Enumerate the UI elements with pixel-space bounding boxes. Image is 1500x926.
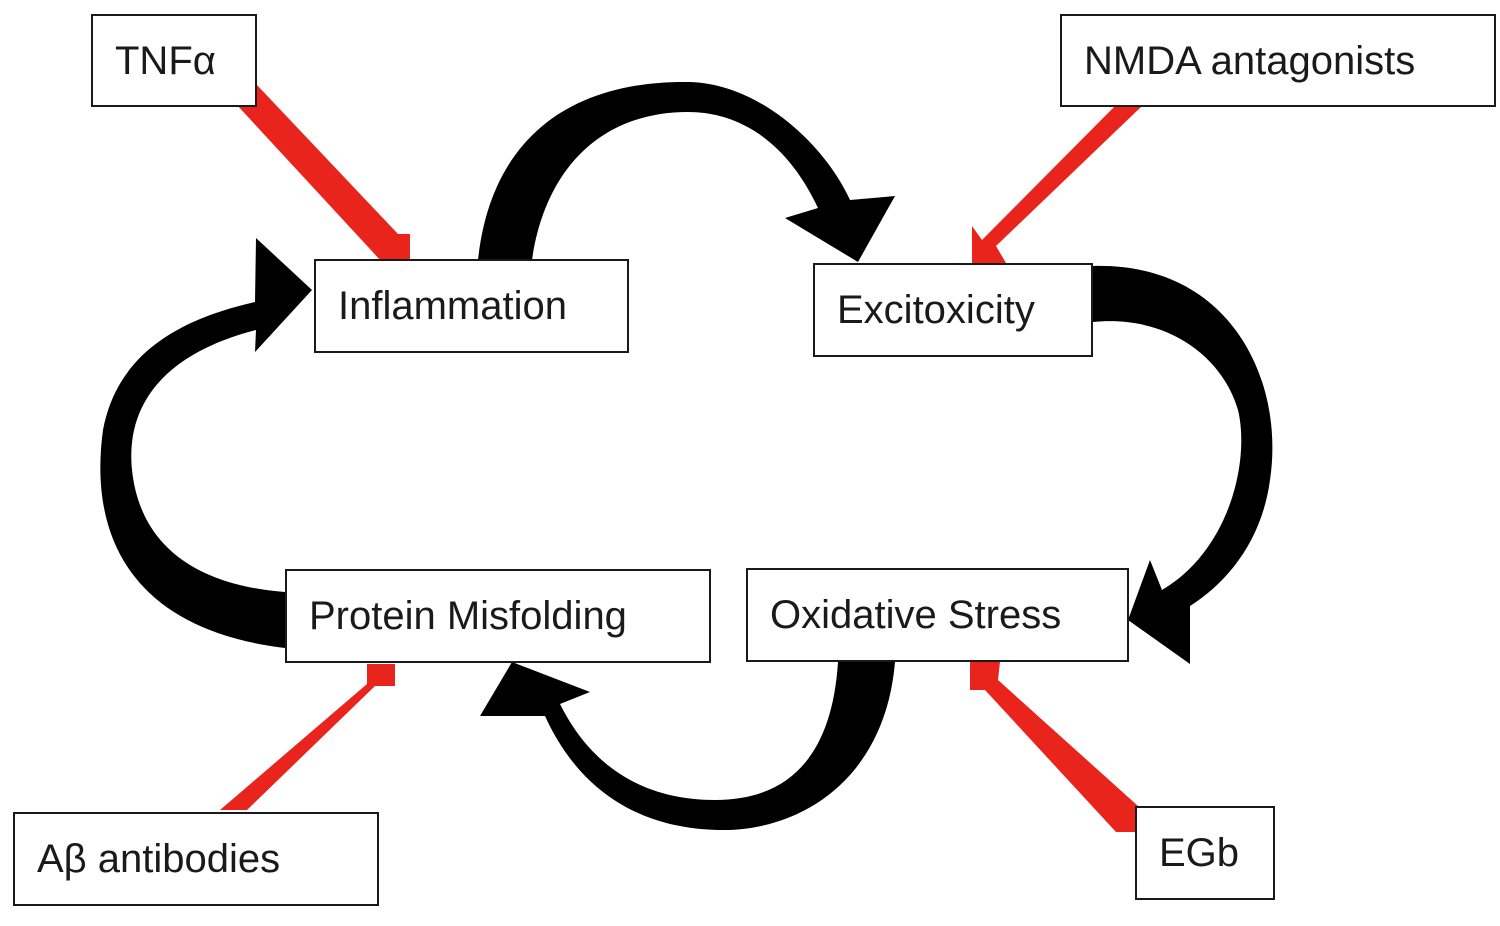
node-protein-misfolding: Protein Misfolding bbox=[285, 569, 711, 663]
arrow-excitoxicity-to-oxidative-stress bbox=[1093, 265, 1273, 664]
inhibitor-arrows bbox=[220, 84, 1142, 832]
arrow-nmda-to-excitoxicity bbox=[972, 106, 1142, 263]
node-oxidative-stress: Oxidative Stress bbox=[746, 568, 1129, 662]
node-inflammation: Inflammation bbox=[314, 259, 629, 353]
arrow-inflammation-to-excitoxicity bbox=[478, 81, 895, 262]
node-nmda-antagonists: NMDA antagonists bbox=[1060, 14, 1496, 107]
arrow-protein-misfolding-to-inflammation bbox=[100, 238, 312, 648]
arrow-abeta-to-protein-misfolding bbox=[220, 664, 395, 810]
node-abeta-antibodies: Aβ antibodies bbox=[13, 812, 379, 906]
cycle-arrows bbox=[100, 81, 1273, 831]
node-tnfa: TNFα bbox=[91, 14, 257, 107]
arrow-egb-to-oxidative-stress bbox=[970, 662, 1138, 832]
arrow-tnfa-to-inflammation bbox=[236, 84, 410, 262]
arrow-oxidative-stress-to-protein-misfolding bbox=[480, 662, 895, 831]
node-excitoxicity: Excitoxicity bbox=[813, 263, 1093, 357]
node-egb: EGb bbox=[1135, 806, 1275, 900]
